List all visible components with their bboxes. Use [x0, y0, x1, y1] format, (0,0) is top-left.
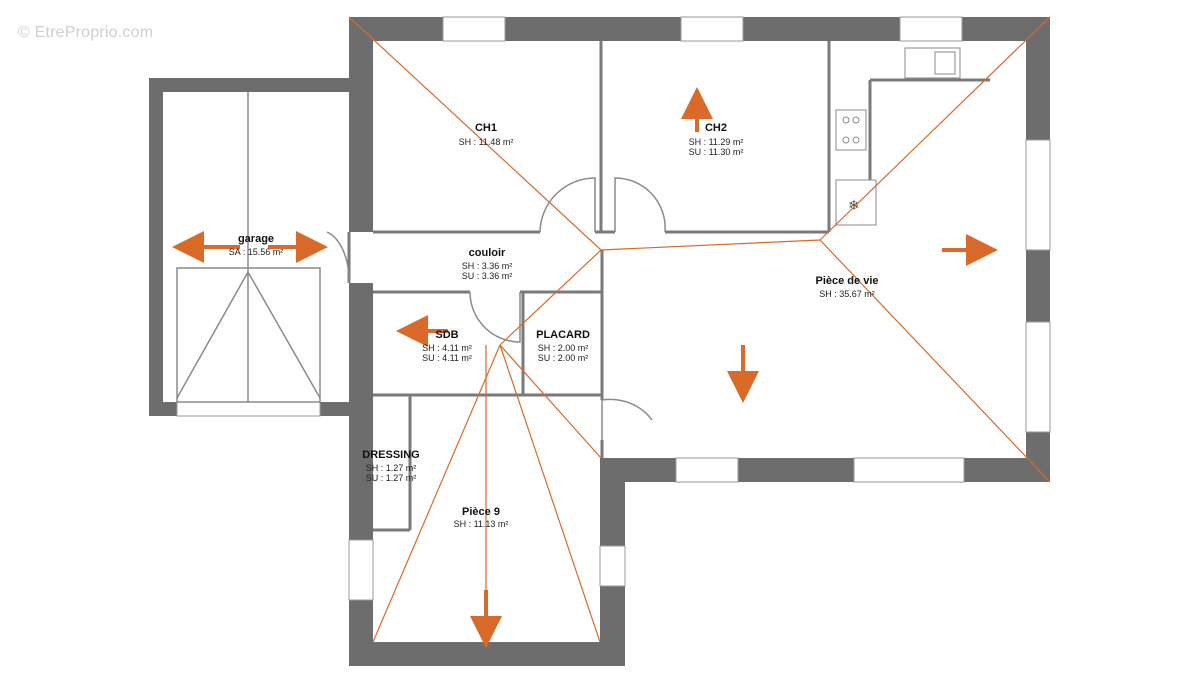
room-ch2-sh: SH : 11.29 m² [689, 137, 744, 147]
room-couloir-su: SU : 3.36 m² [462, 271, 513, 281]
room-dressing: DRESSING SH : 1.27 m² SU : 1.27 m² [362, 449, 419, 483]
svg-text:❄: ❄ [848, 198, 860, 214]
room-ch2-su: SU : 11.30 m² [689, 147, 744, 157]
room-ch2: CH2 SH : 11.29 m² SU : 11.30 m² [689, 122, 744, 157]
room-sdb-name: SDB [435, 329, 458, 341]
door-swings [326, 177, 666, 440]
windows [176, 16, 1051, 601]
room-garage-sa: SA : 15.56 m² [229, 247, 284, 257]
room-ch1-name: CH1 [475, 122, 497, 134]
room-couloir-sh: SH : 3.36 m² [462, 261, 513, 271]
room-ch1: CH1 SH : 11.48 m² [459, 122, 514, 147]
room-piece-de-vie-name: Pièce de vie [816, 275, 879, 287]
room-placard: PLACARD SH : 2.00 m² SU : 2.00 m² [536, 329, 590, 363]
room-dressing-name: DRESSING [362, 449, 419, 461]
room-couloir-name: couloir [469, 247, 506, 259]
room-ch2-name: CH2 [705, 122, 727, 134]
room-piece9-sh: SH : 11.13 m² [454, 519, 509, 529]
watermark: © EtreProprio.com [18, 24, 154, 41]
room-garage: garage SA : 15.56 m² [229, 233, 284, 257]
room-placard-sh: SH : 2.00 m² [538, 343, 589, 353]
room-dressing-su: SU : 1.27 m² [366, 473, 417, 483]
room-placard-su: SU : 2.00 m² [538, 353, 589, 363]
kitchen-fixtures: ❄ [835, 47, 961, 226]
slope-arrows [172, 87, 998, 648]
room-piece-de-vie-sh: SH : 35.67 m² [819, 289, 875, 299]
garage-door [176, 92, 321, 403]
room-sdb-su: SU : 4.11 m² [422, 353, 472, 363]
room-placard-name: PLACARD [536, 329, 590, 341]
room-piece-de-vie: Pièce de vie SH : 35.67 m² [816, 275, 879, 299]
room-sdb-sh: SH : 4.11 m² [422, 343, 472, 353]
room-piece9-name: Pièce 9 [462, 506, 500, 518]
room-ch1-sh: SH : 11.48 m² [459, 137, 514, 147]
interior-walls [347, 41, 990, 532]
exterior-walls [149, 17, 1050, 666]
room-couloir: couloir SH : 3.36 m² SU : 3.36 m² [462, 247, 513, 281]
room-garage-name: garage [238, 233, 274, 245]
room-piece9: Pièce 9 SH : 11.13 m² [454, 506, 509, 529]
room-dressing-sh: SH : 1.27 m² [366, 463, 417, 473]
room-sdb: SDB SH : 4.11 m² SU : 4.11 m² [422, 329, 472, 363]
